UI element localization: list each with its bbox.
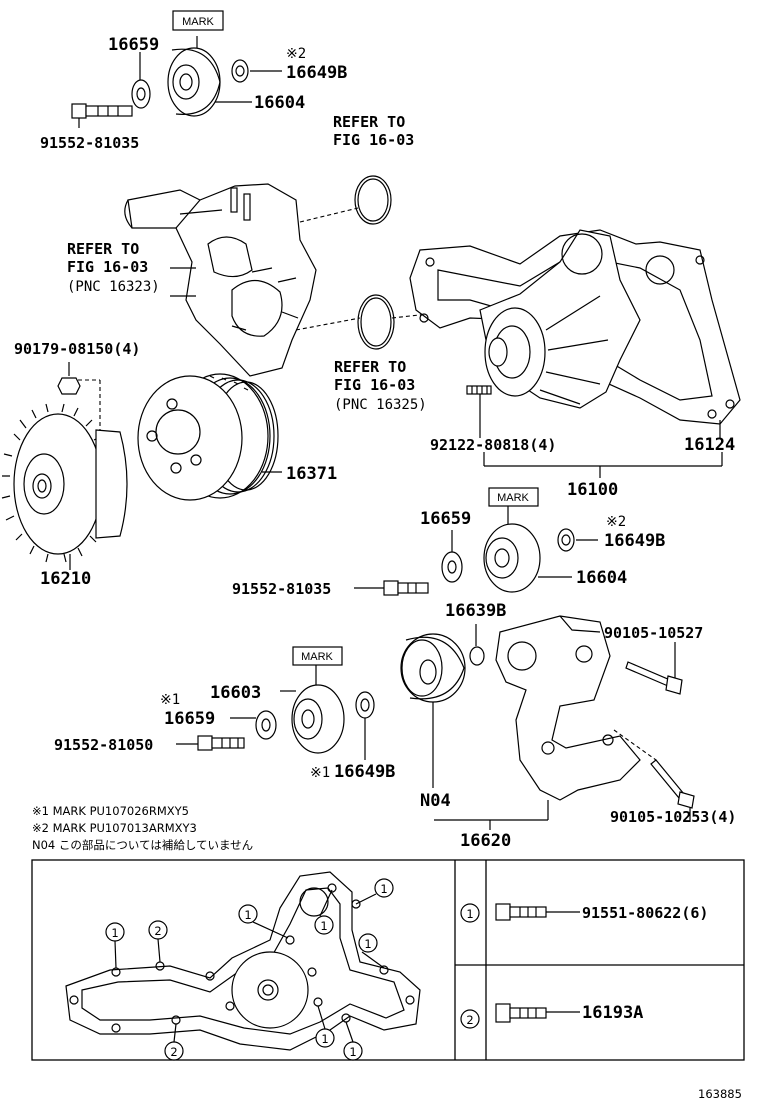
washer-16649B-lower[interactable] [355,691,375,719]
refer2-line1: REFER TO [67,240,139,258]
callout-1-g: 1 [349,1045,356,1059]
water-inlet-housing[interactable] [124,183,317,377]
callout-1-f: 1 [321,1032,328,1046]
o-ring-upper[interactable] [354,175,392,225]
label-nut: 90179-08150(4) [14,340,140,358]
refer1-line1: REFER TO [333,113,405,131]
detail-gasket-outline [65,871,421,1051]
refer3-line3: (PNC 16325) [334,397,427,413]
label-16649B-mid: 16649B [604,531,665,551]
mark-box-mid: MARK [488,487,539,507]
label-16604-mid: 16604 [576,568,627,588]
label-16659-mid: 16659 [420,509,471,529]
bolt-91552-81035-top[interactable] [71,103,133,119]
legend-row-1: 1 91551-80622(6) [460,903,708,923]
legend-1-number: 1 [466,907,473,921]
tensioner-bracket[interactable] [495,615,641,801]
refer1-line2: FIG 16-03 [333,131,414,149]
callout-1-b: 1 [244,908,251,922]
footnote-2: ※2 MARK PU107013ARMXY3 [32,821,197,835]
figure-number: 163885 [698,1087,742,1101]
detail-box [31,859,745,1061]
idler-pulley-top[interactable] [167,47,221,117]
washer-16659-mid[interactable] [441,551,463,583]
refer2-line3: (PNC 16323) [67,279,160,295]
label-16659-top: 16659 [108,35,159,55]
footnote-3: N04 この部品については補給していません [32,838,253,852]
label-16124: 16124 [684,435,735,455]
mark-box-top: MARK [172,10,224,31]
mark-label-top: MARK [182,16,214,28]
label-16659-lower: 16659 [164,709,215,729]
label-16620: 16620 [460,831,511,851]
bolt-16193A[interactable] [495,1003,547,1023]
label-bolt-top: 91552-81035 [40,134,139,152]
legend-2-number: 2 [466,1013,473,1027]
label-16603: 16603 [210,683,261,703]
mark-label-mid: MARK [497,492,529,504]
label-bolt-upper-right: 90105-10527 [604,624,703,642]
o-ring-lower[interactable] [357,294,395,350]
callout-1-d: 1 [380,882,387,896]
refer2-line2: FIG 16-03 [67,258,148,276]
callout-2-a: 2 [154,924,161,938]
mark-box-lower: MARK [292,646,343,666]
washer-16649B-top[interactable] [231,59,249,83]
callout-1-c: 1 [320,919,327,933]
label-16100: 16100 [567,480,618,500]
label-N04: N04 [420,791,451,811]
stud-92122[interactable] [466,385,492,395]
refer3-line2: FIG 16-03 [334,376,415,394]
bolt-90105-10527[interactable] [625,661,683,695]
detail-callouts: 1 2 2 1 1 1 1 1 1 [105,878,394,1061]
label-bolt-lower-right: 90105-10253(4) [610,808,736,826]
tensioner-pulley-N04[interactable] [400,633,466,703]
note2-top: ※2 [286,46,306,62]
bolt-91552-81050[interactable] [197,735,245,751]
idler-pulley-mid[interactable] [483,523,541,593]
bolt-91552-81035-mid[interactable] [383,580,429,596]
label-stud: 92122-80818(4) [430,436,556,454]
legend-1-part: 91551-80622(6) [582,904,708,922]
water-pump-body[interactable] [479,229,641,409]
label-16649B-lower: 16649B [334,762,395,782]
refer3-line1: REFER TO [334,358,406,376]
bolt-90105-10253[interactable] [650,759,695,809]
washer-16659-top[interactable] [131,79,151,109]
note1-lower-left: ※1 [160,692,180,708]
washer-16649B-mid[interactable] [557,528,575,552]
bolt-91551-80622[interactable] [495,903,547,921]
label-16210: 16210 [40,569,91,589]
mark-label-lower: MARK [301,651,333,663]
idler-pulley-lower[interactable] [291,684,345,754]
note1-lower-right: ※1 [310,765,330,781]
washer-16659-lower[interactable] [255,710,277,740]
label-bolt-lower: 91552-81050 [54,736,153,754]
callout-2-b: 2 [170,1045,177,1059]
fan-clutch-16210[interactable] [1,403,128,563]
nut-90179[interactable] [57,377,81,395]
footnote-1: ※1 MARK PU107026RMXY5 [32,804,189,818]
callout-1-e: 1 [364,937,371,951]
label-16371: 16371 [286,464,337,484]
fan-pulley-16371[interactable] [137,373,279,501]
label-16639B: 16639B [445,601,506,621]
legend-2-part: 16193A [582,1003,643,1023]
note2-mid: ※2 [606,514,626,530]
label-16649B-top: 16649B [286,63,347,83]
label-bolt-mid: 91552-81035 [232,580,331,598]
callout-1-a: 1 [111,926,118,940]
washer-16639B[interactable] [469,646,485,666]
legend-row-2: 2 16193A [460,1003,643,1029]
label-16604-top: 16604 [254,93,305,113]
